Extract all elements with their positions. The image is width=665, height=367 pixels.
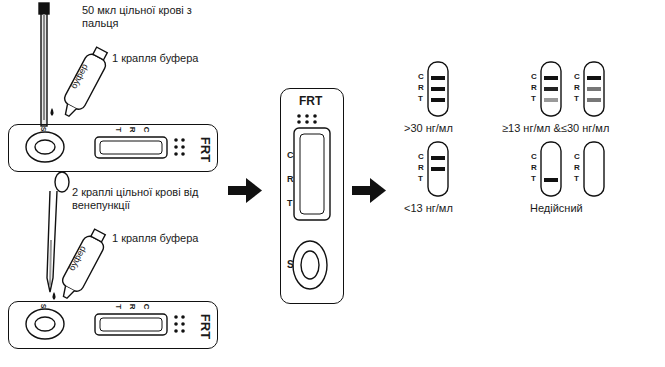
marker-letter: S <box>287 259 294 271</box>
band-letter: T <box>531 94 536 104</box>
marker-letter: C <box>142 304 151 310</box>
band-letter: C <box>418 72 424 82</box>
marker-letter: T <box>114 304 123 309</box>
band-letter: R <box>574 163 580 173</box>
marker-letter: R <box>128 304 137 310</box>
marker-letter: T <box>114 127 123 132</box>
marker-letter: C <box>287 150 294 160</box>
test-cassette: FRT C R T S <box>280 88 344 304</box>
band-letter: C <box>531 152 537 162</box>
band-letter: T <box>574 94 579 104</box>
marker-letter: S <box>39 304 47 309</box>
device-name: FRT <box>197 137 212 162</box>
marker-letter: C <box>142 127 151 133</box>
result-label: >30 нг/мл <box>404 122 453 135</box>
band-letter: R <box>418 163 424 173</box>
band-letter: R <box>531 83 537 93</box>
band-letter: R <box>531 163 537 173</box>
test-cassette: FRT TRC S <box>8 124 218 172</box>
band-letter: T <box>531 174 536 184</box>
band-letter: R <box>574 83 580 93</box>
band-letter: C <box>574 72 580 82</box>
band-letter: C <box>531 72 537 82</box>
band-letter: C <box>418 152 424 162</box>
band-letter: R <box>418 83 424 93</box>
band-letter: C <box>574 152 580 162</box>
marker-letter: T <box>287 198 293 208</box>
marker-letter: S <box>39 127 47 132</box>
instruction-text: 1 крапля буфера <box>112 232 198 245</box>
instruction-text: 1 крапля буфера <box>112 52 198 65</box>
device-name: FRT <box>197 314 212 339</box>
marker-letter: R <box>128 127 137 133</box>
result-label: ≥13 нг/мл &≤30 нг/мл <box>502 122 609 135</box>
band-letter: T <box>418 94 423 104</box>
instruction-text: 2 краплі цільної крові від венепункції <box>72 186 212 212</box>
result-label: <13 нг/мл <box>404 202 453 215</box>
band-letter: T <box>418 174 423 184</box>
marker-letter: R <box>287 174 294 184</box>
test-cassette: FRT TRC S <box>8 301 218 349</box>
instruction-text: 50 мкл цільної крові з пальця <box>82 4 194 30</box>
result-label: Недійсний <box>530 202 583 215</box>
device-name: FRT <box>299 95 322 109</box>
band-letter: T <box>574 174 579 184</box>
